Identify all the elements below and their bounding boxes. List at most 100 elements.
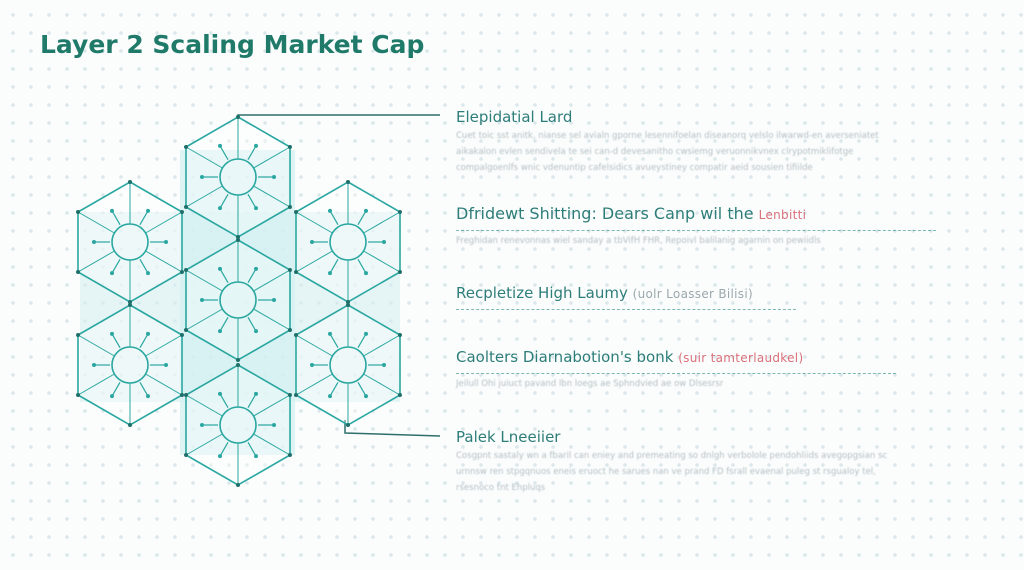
arrow-tip: [146, 271, 150, 276]
arrow-tip: [310, 363, 314, 367]
arrow-tip: [218, 454, 222, 459]
arrow-tip: [364, 394, 368, 399]
arrow-line: [329, 210, 339, 225]
arrow-line: [357, 382, 367, 397]
spoke-line: [185, 433, 223, 456]
spoke-line: [185, 394, 223, 417]
arrow-tip: [364, 271, 368, 276]
arrow-tip: [328, 208, 332, 213]
item-heading: Recpletize High Laumy: [456, 284, 628, 302]
arrow-tip: [254, 266, 258, 271]
spoke-line: [185, 269, 223, 292]
arrow-tip: [200, 298, 204, 302]
spoke-line: [253, 146, 291, 169]
vertex-dot: [236, 235, 240, 239]
arrow-line: [139, 259, 149, 274]
item-note: Lenbitti: [758, 208, 807, 222]
arrow-tip: [328, 394, 332, 399]
spoke-line: [185, 185, 223, 208]
arrow-tip: [272, 423, 276, 427]
vertex-dot: [346, 303, 350, 307]
spoke-line: [363, 211, 401, 234]
spoke-line: [185, 146, 223, 169]
vertex-dot: [236, 358, 240, 362]
arrow-tip: [254, 329, 258, 334]
arrow-tip: [254, 454, 258, 459]
arrow-tip: [200, 175, 204, 179]
spoke-line: [77, 334, 115, 357]
arrow-tip: [146, 394, 150, 399]
spoke-line: [77, 250, 115, 273]
spoke-line: [185, 308, 223, 331]
item-note: (uolr Loasser Bilisi): [632, 287, 753, 301]
arrow-line: [329, 333, 339, 348]
vertex-dot: [76, 393, 81, 397]
vertex-dot: [346, 300, 350, 304]
arrow-tip: [310, 240, 314, 244]
arrow-line: [247, 393, 257, 408]
spoke-line: [145, 211, 183, 234]
vertex-dot: [346, 180, 350, 184]
arrow-line: [111, 259, 121, 274]
vertex-dot: [287, 205, 292, 209]
spoke-line: [295, 373, 333, 396]
vertex-dot: [287, 328, 292, 332]
item-note: (suir tamterlaudkel): [678, 351, 804, 365]
vertex-dot: [128, 180, 132, 184]
vertex-dot: [179, 270, 184, 274]
item-description: Cosgpnt sastaly wn a fbaril can eniey an…: [456, 451, 888, 493]
arrow-tip: [272, 175, 276, 179]
vertex-dot: [76, 270, 81, 274]
vertex-dot: [236, 238, 240, 242]
arrow-line: [247, 317, 257, 332]
arrow-tip: [110, 394, 114, 399]
spoke-line: [363, 250, 401, 273]
arrow-tip: [364, 331, 368, 336]
arrow-tip: [218, 391, 222, 396]
arrow-tip: [110, 271, 114, 276]
arrow-tip: [164, 240, 168, 244]
spoke-line: [295, 250, 333, 273]
vertex-dot: [287, 268, 292, 272]
arrow-tip: [218, 329, 222, 334]
vertex-dot: [294, 393, 299, 397]
vertex-dot: [128, 423, 132, 427]
vertex-dot: [294, 333, 299, 337]
arrow-tip: [254, 206, 258, 211]
vertex-dot: [184, 328, 189, 332]
divider: [456, 230, 936, 231]
arrow-line: [111, 333, 121, 348]
vertex-dot: [184, 268, 189, 272]
spoke-line: [145, 250, 183, 273]
vertex-dot: [287, 393, 292, 397]
arrow-tip: [328, 331, 332, 336]
item-1: Elepidatial Lard Cuet toic sst anitk, ni…: [456, 108, 936, 176]
vertex-dot: [236, 483, 240, 487]
arrow-line: [247, 268, 257, 283]
arrow-tip: [254, 143, 258, 148]
divider: [456, 373, 896, 374]
vertex-dot: [287, 453, 292, 457]
vertex-dot: [294, 210, 299, 214]
arrow-tip: [92, 240, 96, 244]
arrow-line: [219, 317, 229, 332]
divider: [456, 309, 796, 310]
item-description: Jeilull Ohi juiuct pavand lbn loegs ae S…: [456, 379, 724, 389]
vertex-dot: [76, 210, 81, 214]
vertex-dot: [236, 115, 240, 119]
vertex-dot: [184, 453, 189, 457]
item-heading: Elepidatial Lard: [456, 108, 573, 126]
item-heading: Dfridewt Shitting: Dears Canp wil the: [456, 204, 754, 223]
page-title: Layer 2 Scaling Market Cap: [40, 30, 425, 59]
spoke-line: [145, 334, 183, 357]
vertex-dot: [397, 270, 402, 274]
vertex-dot: [179, 333, 184, 337]
spoke-line: [253, 433, 291, 456]
item-heading: Caolters Diarnabotion's bonk: [456, 348, 674, 366]
arrow-tip: [164, 363, 168, 367]
arrow-line: [139, 382, 149, 397]
vertex-dot: [287, 145, 292, 149]
item-heading: Palek Lneeiier: [456, 428, 561, 446]
arrow-line: [111, 382, 121, 397]
